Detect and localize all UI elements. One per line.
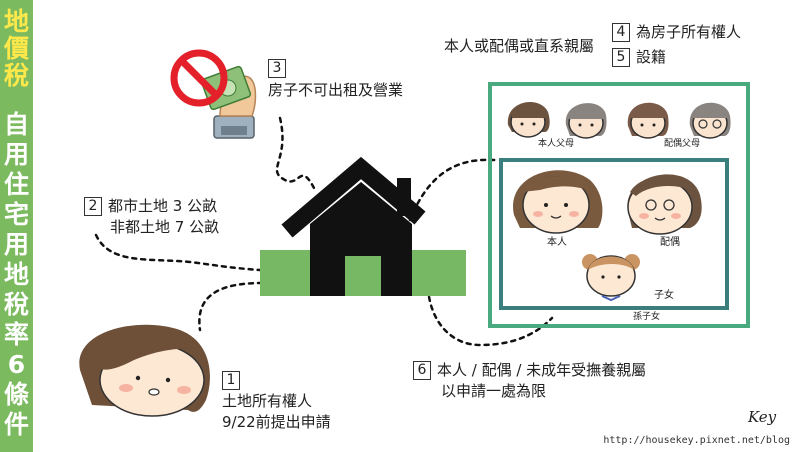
dotted-connectors: [94, 116, 554, 347]
condition-1-line1: 土地所有權人: [222, 392, 313, 410]
author-signature: Key: [748, 408, 777, 426]
condition-5-text: 設籍: [636, 48, 667, 66]
condition-1-line2: 9/22前提出申請: [222, 413, 331, 431]
condition-1: 1: [222, 370, 246, 391]
condition-1-number: 1: [222, 371, 240, 390]
connector-condition-6: [426, 286, 554, 347]
person-face: [79, 324, 210, 417]
self-father-face: [507, 102, 550, 138]
condition-4-number: 4: [612, 23, 630, 42]
connector-family: [408, 158, 497, 222]
condition-6-number: 6: [413, 361, 431, 380]
self-face: [513, 170, 603, 234]
child-face: [582, 254, 640, 302]
condition-5-number: 5: [612, 48, 630, 67]
sidebar: 地 價 稅 自 用 住 宅 用 地 稅 率 6 條 件: [0, 0, 33, 452]
label-children: 子女: [654, 290, 674, 301]
land-plot: [260, 250, 466, 296]
family-outer-frame: [488, 82, 750, 328]
spouse-father-face: [689, 102, 731, 139]
condition-4: 4 為房子所有權人: [612, 22, 741, 43]
condition-3-text: 房子不可出租及營業: [268, 81, 404, 99]
condition-5: 5 設籍: [612, 47, 666, 68]
label-spouse-parents: 配偶父母: [664, 139, 701, 149]
connector-condition-2: [94, 233, 262, 272]
condition-45-prefix: 本人或配偶或直系親屬: [444, 37, 595, 55]
blog-url: http://housekey.pixnet.net/blog: [603, 435, 790, 446]
self-mother-face: [565, 103, 607, 139]
family-inner-frame: [499, 158, 729, 310]
condition-3: 3: [268, 58, 292, 79]
condition-4-text: 為房子所有權人: [636, 23, 742, 41]
sidebar-title-conditions: 自 用 住 宅 用 地 稅 率 6 條 件: [3, 110, 29, 439]
no-money-icon: [170, 49, 257, 139]
connector-condition-3: [275, 116, 317, 192]
spouse-mother-face: [627, 102, 669, 139]
condition-6-line2: 以申請一處為限: [441, 382, 547, 400]
condition-6-line1: 本人 / 配偶 / 未成年受撫養親屬: [437, 361, 647, 379]
spouse-face: [627, 174, 702, 235]
condition-2-number: 2: [84, 197, 102, 216]
house-icon: [281, 156, 426, 296]
label-spouse: 配偶: [660, 237, 680, 248]
parent-faces: [507, 102, 731, 139]
condition-6: 6 本人 / 配偶 / 未成年受撫養親屬: [413, 360, 646, 381]
condition-2-line2: 非都土地 7 公畝: [110, 218, 220, 236]
condition-2: 2 都市土地 3 公畝: [84, 196, 217, 217]
label-grandchildren: 孫子女: [633, 312, 661, 322]
label-self: 本人: [547, 237, 567, 248]
connector-condition-1: [198, 281, 264, 332]
label-self-parents: 本人父母: [538, 139, 575, 149]
condition-2-line1: 都市土地 3 公畝: [108, 197, 218, 215]
sidebar-title-land-tax: 地 價 稅: [3, 7, 29, 90]
condition-3-number: 3: [268, 59, 286, 78]
